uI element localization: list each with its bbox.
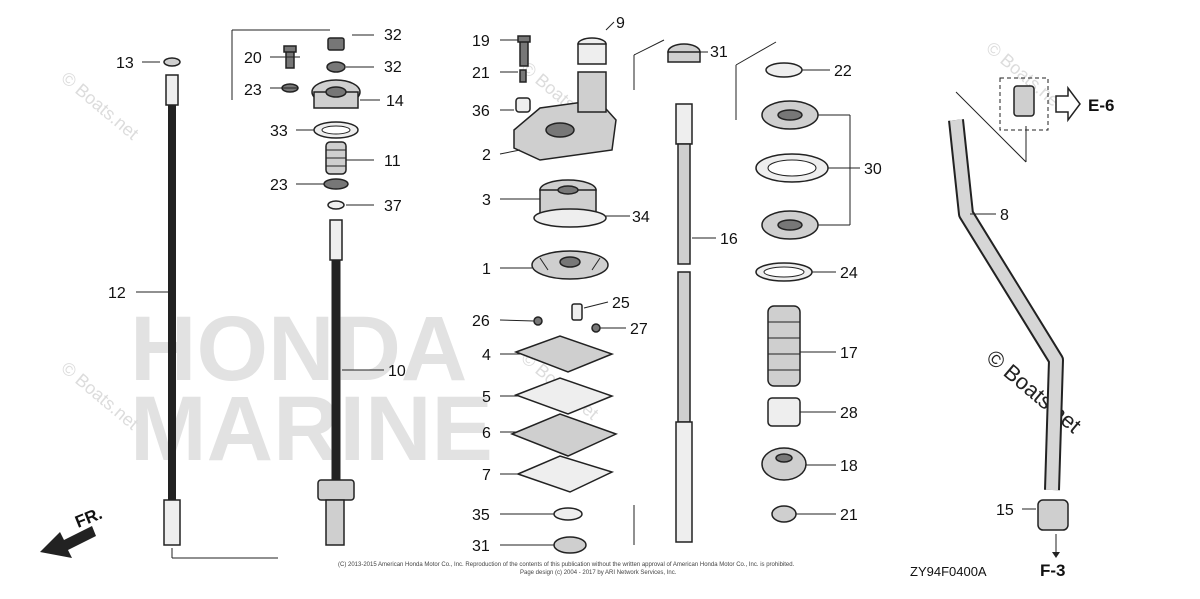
- part-label: 11: [384, 153, 401, 170]
- part-label: 35: [472, 507, 490, 524]
- part-21-seal[interactable]: [765, 62, 803, 78]
- part-label: 25: [612, 295, 630, 312]
- part-label: 34: [632, 209, 650, 226]
- front-direction-arrow: [40, 526, 96, 558]
- part-13-clip[interactable]: [163, 57, 181, 67]
- part-label: 36: [472, 103, 490, 120]
- part-label: 30: [864, 161, 882, 178]
- part-29-bearing[interactable]: [767, 397, 801, 427]
- part-25-pin[interactable]: [519, 69, 527, 83]
- part-label: 32: [384, 59, 402, 76]
- part-label: 19: [472, 33, 490, 50]
- part-label: 5: [482, 389, 491, 406]
- part-label: 32: [384, 27, 402, 44]
- part-label: 31: [472, 538, 490, 555]
- part-label: 21: [472, 65, 490, 82]
- part-label: 12: [108, 285, 126, 302]
- part-label: 3: [482, 192, 491, 209]
- part-20-bolt[interactable]: [283, 45, 297, 69]
- part-28-ball[interactable]: [533, 316, 543, 326]
- part-36-dowel[interactable]: [515, 97, 531, 113]
- part-label: 17: [840, 345, 858, 362]
- part-30-bearing-upper[interactable]: [761, 100, 819, 130]
- part-23-seal[interactable]: [323, 178, 349, 190]
- part-11-spring[interactable]: [325, 141, 347, 175]
- part-1-impeller[interactable]: [531, 250, 609, 280]
- part-label: 20: [244, 50, 262, 67]
- part-10-drive-shaft[interactable]: [317, 219, 355, 546]
- part-label: 7: [482, 467, 491, 484]
- page-design-notice: Page design (c) 2004 - 2017 by ARI Netwo…: [520, 570, 677, 576]
- part-37-ring[interactable]: [327, 200, 345, 210]
- part-31-oil-seal[interactable]: [553, 536, 587, 554]
- part-9-grommet[interactable]: [577, 37, 607, 65]
- part-label: 28: [840, 405, 858, 422]
- part-label: 23: [270, 177, 288, 194]
- part-label: 8: [1000, 207, 1009, 224]
- part-22-nut[interactable]: [771, 505, 797, 523]
- part-28-ball[interactable]: [591, 323, 601, 333]
- part-label: 37: [384, 198, 402, 215]
- part-label: 18: [840, 458, 858, 475]
- part-30-bearing-lower[interactable]: [761, 210, 819, 240]
- part-30-race[interactable]: [755, 153, 829, 183]
- part-4-plate[interactable]: [513, 335, 615, 373]
- part-31-oil-seal[interactable]: [667, 43, 701, 63]
- part-label: 21: [840, 507, 858, 524]
- part-5-gasket[interactable]: [513, 377, 615, 415]
- ref-arrow-e6[interactable]: [1055, 85, 1081, 123]
- part-label: 15: [996, 502, 1014, 519]
- watermark-dark: © Boats.net: [982, 345, 1086, 438]
- section-ref-e6[interactable]: E-6: [1088, 96, 1114, 115]
- front-direction-label: FR.: [72, 504, 105, 532]
- part-7-gasket[interactable]: [515, 455, 615, 493]
- part-label: 4: [482, 347, 491, 364]
- part-35-seal[interactable]: [553, 507, 583, 521]
- part-32-washer[interactable]: [326, 61, 346, 73]
- part-label: 2: [482, 147, 491, 164]
- part-8-water-tube[interactable]: [948, 119, 1064, 491]
- part-label: 22: [834, 63, 852, 80]
- part-label: 1: [482, 261, 491, 278]
- part-27-key[interactable]: [571, 303, 583, 321]
- diagram-code: ZY94F0400A: [910, 564, 987, 579]
- brand-watermark-line2: MARINE: [130, 378, 493, 480]
- part-12-shift-rod[interactable]: [163, 74, 181, 546]
- part-label: 24: [840, 265, 858, 282]
- part-label: 10: [388, 363, 406, 380]
- part-label: 16: [720, 231, 738, 248]
- brand-watermark-line1: HONDA: [130, 298, 467, 400]
- part-15-grommet[interactable]: [1037, 499, 1069, 531]
- section-ref-f3[interactable]: F-3: [1040, 561, 1066, 580]
- part-label: 33: [270, 123, 288, 140]
- part-label: 23: [244, 82, 262, 99]
- part-26-shim[interactable]: [755, 262, 813, 282]
- part-label: 13: [116, 55, 134, 72]
- watermark: © Boats.net: [57, 68, 142, 144]
- part-18-pinion-gear[interactable]: [761, 447, 807, 481]
- part-16-upper-shaft[interactable]: [675, 103, 693, 265]
- part-32-nut[interactable]: [327, 37, 345, 51]
- part-2-pump-case[interactable]: [513, 71, 617, 161]
- part-label: 6: [482, 425, 491, 442]
- copyright-notice: (C) 2013-2015 American Honda Motor Co., …: [338, 562, 795, 568]
- part-34-gasket[interactable]: [533, 208, 607, 228]
- part-label: 14: [386, 93, 404, 110]
- part-label: 27: [630, 321, 648, 338]
- part-17-spring[interactable]: [767, 305, 801, 387]
- part-label: 9: [616, 15, 625, 32]
- part-14-housing[interactable]: [311, 79, 361, 109]
- part-19-bolt[interactable]: [517, 35, 531, 67]
- part-6-housing[interactable]: [510, 413, 618, 457]
- part-label: 26: [472, 313, 490, 330]
- part-e6-grommet[interactable]: [999, 77, 1049, 131]
- part-33-gasket[interactable]: [313, 121, 359, 139]
- part-16-lower-shaft[interactable]: [675, 271, 693, 543]
- part-label: 31: [710, 44, 728, 61]
